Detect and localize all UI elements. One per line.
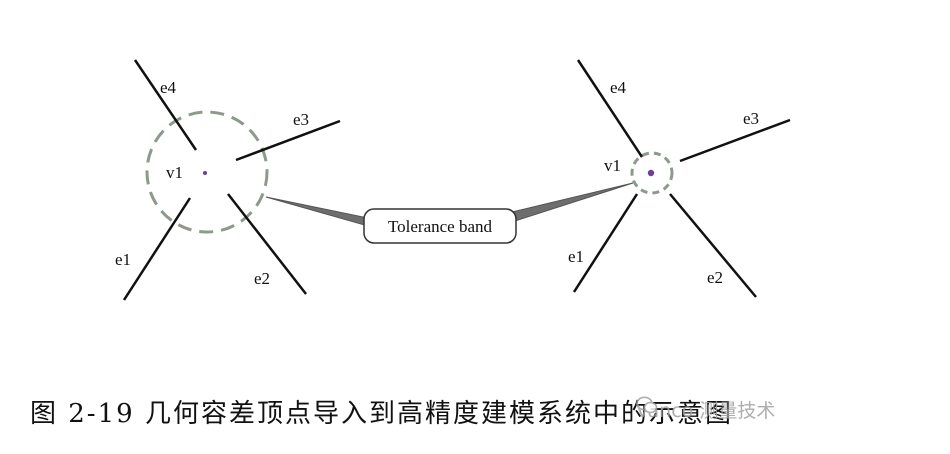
left-label-e3: e3 xyxy=(293,110,309,129)
right-edge-e1 xyxy=(572,193,639,293)
wechat-icon xyxy=(636,396,658,414)
left-vertex-point xyxy=(203,171,207,175)
right-vertex-point xyxy=(647,169,655,177)
watermark-text: Vanco 测量技术 xyxy=(636,400,776,422)
left-label-v1: v1 xyxy=(166,163,183,182)
callout-label: Tolerance band xyxy=(388,217,493,236)
left-edge-e3 xyxy=(235,119,341,162)
callout-pointer-right xyxy=(511,182,634,223)
left-label-e2: e2 xyxy=(254,269,270,288)
right-edge-e2 xyxy=(669,193,757,298)
right-label-v1: v1 xyxy=(604,156,621,175)
right-tolerance-band xyxy=(630,151,674,195)
callout-pointer-left xyxy=(265,196,369,227)
left-label-e1: e1 xyxy=(115,250,131,269)
right-label-e2: e2 xyxy=(707,268,723,287)
right-edge-e3 xyxy=(679,118,791,163)
left-edge-e1 xyxy=(122,197,192,301)
figure-caption: 图 2-19 几何容差顶点导入到高精度建模系统中的示意图 xyxy=(30,399,733,429)
left-tolerance-band xyxy=(145,110,269,234)
left-edge-e2 xyxy=(227,193,307,295)
right-edge-e4 xyxy=(576,59,644,158)
tolerance-callout: Tolerance band xyxy=(265,182,634,244)
right-label-e1: e1 xyxy=(568,247,584,266)
callout-box xyxy=(363,208,517,244)
left-configuration: e4 e3 v1 e1 e2 xyxy=(115,59,341,301)
left-label-e4: e4 xyxy=(160,78,177,97)
right-label-e4: e4 xyxy=(610,78,627,97)
watermark: Vanco 测量技术 xyxy=(636,396,775,423)
right-configuration: e4 e3 v1 e1 e2 xyxy=(568,59,791,298)
right-label-e3: e3 xyxy=(743,109,759,128)
left-edge-e4 xyxy=(133,59,198,151)
